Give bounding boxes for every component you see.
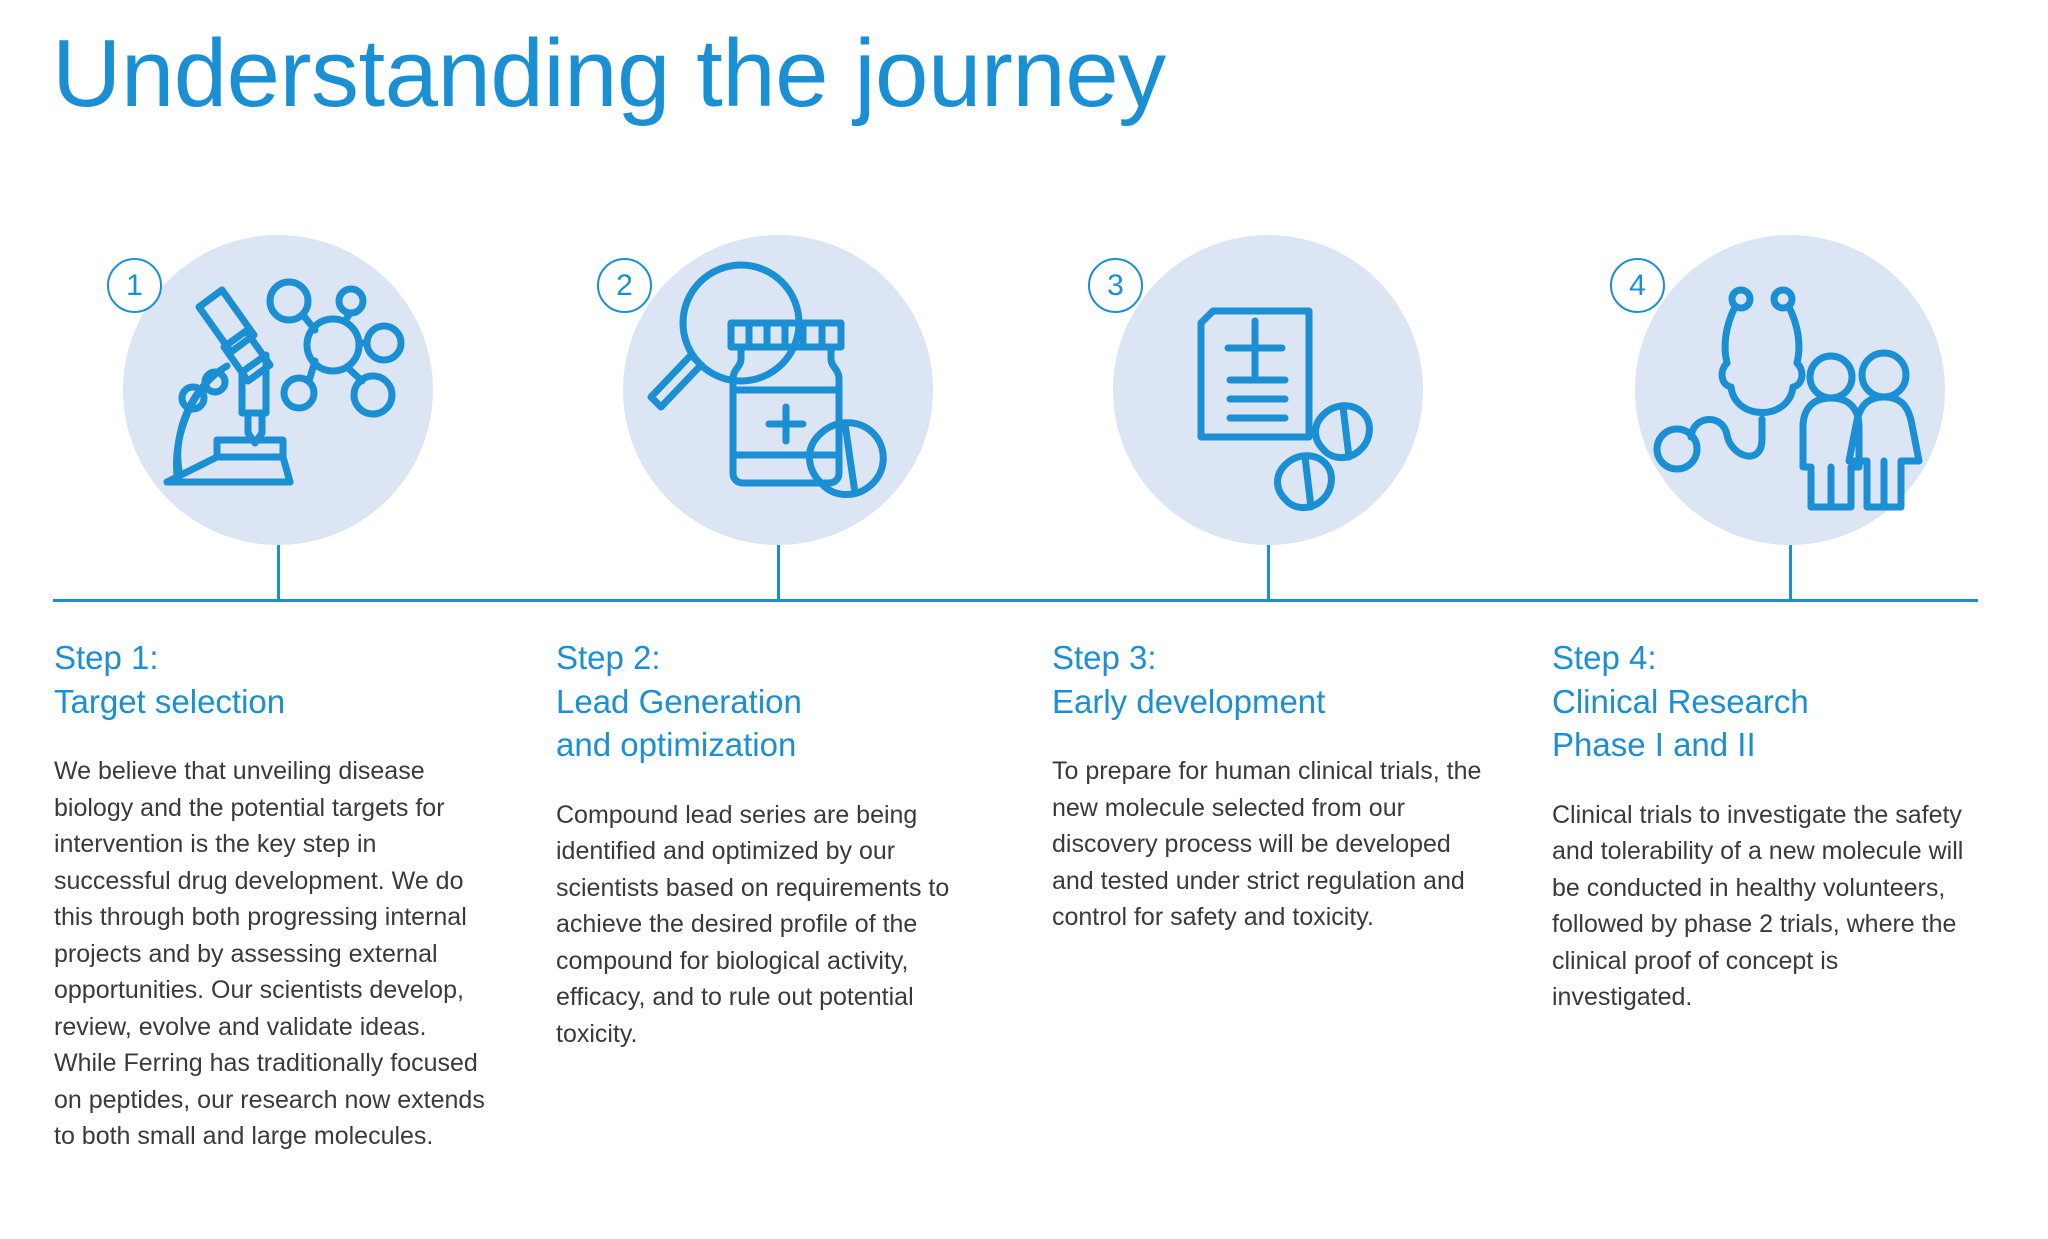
page-title: Understanding the journey	[52, 20, 1166, 127]
step-3-icon-circle	[1113, 235, 1423, 545]
step-3-column: Step 3: Early development To prepare for…	[1052, 636, 1482, 936]
step-3-number-badge: 3	[1088, 258, 1143, 313]
step-4-icon-circle	[1635, 235, 1945, 545]
step-3-heading: Step 3: Early development	[1052, 639, 1326, 720]
step-3-body: To prepare for human clinical trials, th…	[1052, 757, 1482, 932]
step-2-number-badge: 2	[597, 258, 652, 313]
timeline-tick-2	[777, 545, 780, 601]
step-4-column: Step 4: Clinical Research Phase I and II…	[1552, 636, 1982, 1016]
step-2-icon-circle	[623, 235, 933, 545]
timeline-axis	[53, 599, 1978, 602]
step-4-heading: Step 4: Clinical Research Phase I and II	[1552, 639, 1809, 764]
step-2-body: Compound lead series are being identifie…	[556, 800, 950, 1048]
step-2-heading: Step 2: Lead Generation and optimization	[556, 639, 802, 764]
step-1-body: We believe that unveiling disease biolog…	[54, 757, 485, 1151]
step-1-column: Step 1: Target selection We believe that…	[54, 636, 486, 1155]
step-4-body: Clinical trials to investigate the safet…	[1552, 800, 1964, 1012]
step-2-column: Step 2: Lead Generation and optimization…	[556, 636, 956, 1052]
step-1-number-badge: 1	[107, 258, 162, 313]
timeline-tick-4	[1789, 545, 1792, 601]
step-1-heading: Step 1: Target selection	[54, 639, 286, 720]
timeline-tick-3	[1267, 545, 1270, 601]
step-4-number-badge: 4	[1610, 258, 1665, 313]
step-1-icon-circle	[123, 235, 433, 545]
timeline-tick-1	[277, 545, 280, 601]
